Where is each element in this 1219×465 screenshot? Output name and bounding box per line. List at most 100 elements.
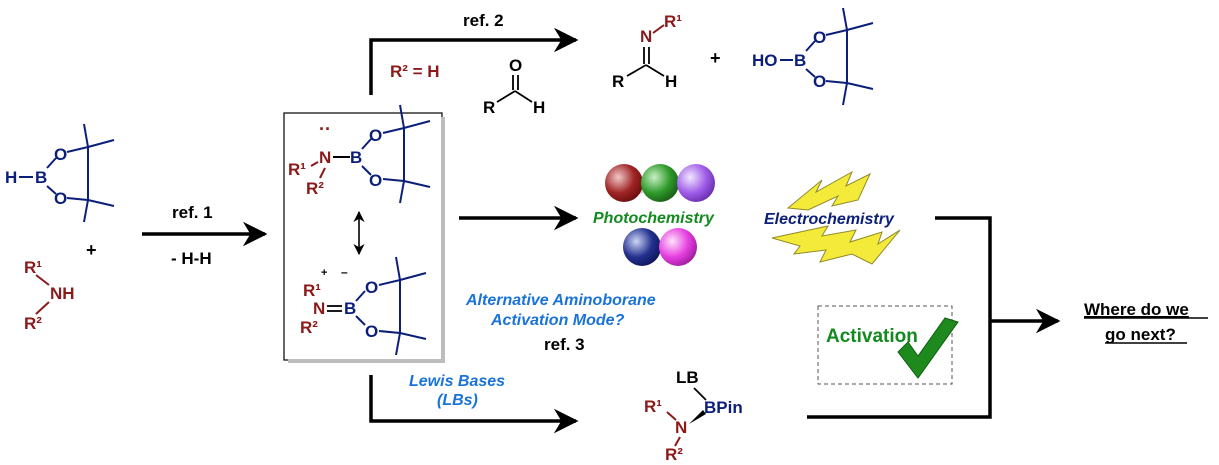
minus-hh-text: - H-H	[171, 249, 212, 268]
aminoborane-neutral: ·· R¹ N R² B O O	[288, 104, 431, 204]
ab-bo-bottom	[361, 165, 372, 176]
electrochemistry-bolts	[771, 170, 901, 265]
zw-pinacol-ring	[378, 278, 401, 335]
adduct-r2: R²	[665, 445, 683, 464]
hobpin-pinacol-methyls	[842, 7, 874, 106]
zw-b: B	[344, 299, 356, 318]
lewis-bases-line1: Lewis Bases	[409, 373, 505, 390]
imine-r: R	[612, 72, 624, 91]
where-next-line1: Where do we	[1084, 300, 1189, 319]
sphere-violet	[677, 164, 715, 202]
merge-bracket	[807, 216, 992, 419]
adduct-bpin: BPin	[704, 398, 743, 417]
lone-pair: ··	[319, 119, 331, 139]
amine-bond-bottom	[35, 301, 50, 315]
hobpin-bo-top	[805, 40, 816, 52]
amine-r1: R¹	[24, 258, 42, 277]
imine-h: H	[665, 72, 677, 91]
box-shadow-right	[441, 117, 445, 363]
amine-r2: R²	[24, 314, 42, 333]
aldehyde-h: H	[533, 98, 545, 117]
zw-bo-top	[355, 290, 366, 302]
plus-left: +	[86, 240, 97, 260]
hobpin-o-top: O	[813, 28, 826, 47]
cr-bond	[496, 90, 516, 103]
hobpin-ho: HO	[752, 51, 778, 70]
ab-r1-bond	[310, 161, 319, 167]
imine-ch-bond	[645, 64, 665, 77]
ab-pinacol-methyls	[399, 104, 431, 204]
photochemistry-label: Photochemistry	[593, 210, 715, 227]
hbpin-structure: H B O O	[5, 123, 115, 223]
activation-label: Activation	[826, 326, 918, 347]
pinacol-methyls	[83, 123, 115, 223]
hobpin-o-bottom: O	[813, 72, 826, 91]
alt-activation-line1: Alternative Aminoborane	[465, 292, 656, 309]
bolt-bottom-icon	[771, 225, 901, 265]
sphere-red	[605, 164, 643, 202]
imine-r1: R¹	[664, 12, 682, 31]
adduct-nr1-bond	[666, 411, 677, 421]
hobpin-bo-bottom	[805, 68, 816, 78]
ab-pinacol-ring	[382, 126, 405, 183]
photochemistry-spheres	[605, 164, 715, 266]
bo-bond-top	[46, 157, 57, 169]
imine-cr-bond	[626, 64, 647, 77]
pinacol-ring	[66, 145, 89, 202]
lewis-base-arrow	[369, 375, 579, 434]
zw-o-bottom: O	[365, 322, 378, 341]
aldehyde-structure: O R H	[483, 56, 545, 117]
amine-nh: NH	[50, 284, 75, 303]
zw-minus: –	[341, 265, 348, 279]
hbpin-o-top: O	[54, 145, 67, 164]
box-shadow-bottom	[288, 359, 445, 363]
amine-bond-top	[35, 274, 50, 286]
where-next-line2: go next?	[1105, 325, 1176, 344]
ch-bond	[514, 90, 533, 103]
ref3-label: ref. 3	[544, 335, 585, 354]
adduct-lb-bond	[693, 387, 707, 401]
aldehyde-o: O	[509, 56, 522, 75]
hobpin-b: B	[794, 51, 806, 70]
ab-r2-bond	[319, 167, 326, 179]
zw-o-top: O	[365, 278, 378, 297]
bolt-top-icon	[786, 170, 872, 211]
aminoborane-zwitterion: R¹ + N R² – B O O	[300, 256, 427, 356]
amine-structure: R¹ NH R²	[24, 258, 75, 333]
r2-equals-h: R² = H	[390, 62, 440, 81]
hobpin-pinacol-ring	[825, 28, 848, 85]
ref2-arrow	[369, 27, 579, 95]
imine-structure: N R¹ R H	[612, 12, 682, 91]
ref2-label: ref. 2	[463, 11, 504, 30]
zw-r1: R¹	[303, 281, 321, 300]
aldehyde-r: R	[483, 98, 495, 117]
adduct-r1: R¹	[644, 397, 662, 416]
hbpin-b-label: B	[35, 168, 47, 187]
lb-adduct-structure: LB R¹ N BPin R²	[644, 368, 743, 464]
electrochemistry-label: Electrochemistry	[764, 211, 895, 228]
ab-o-bottom: O	[369, 171, 382, 190]
minus-hh-label: - H-H	[171, 249, 212, 268]
lewis-bases-line2: (LBs)	[437, 392, 478, 409]
ab-bo-top	[361, 138, 372, 150]
hbpin-o-bottom: O	[54, 189, 67, 208]
adduct-lb: LB	[676, 368, 699, 387]
alt-activation-line2: Activation Mode?	[490, 312, 625, 329]
hobpin-structure: HO B O O	[752, 7, 874, 106]
sphere-pink	[659, 228, 697, 266]
ref1-label: ref. 1	[172, 203, 213, 222]
adduct-nr2-bond	[674, 436, 681, 447]
zw-plus: +	[321, 267, 327, 279]
bo-bond-bottom	[46, 185, 57, 195]
imine-n: N	[640, 27, 652, 46]
zw-n: N	[313, 299, 325, 318]
ab-r1: R¹	[288, 160, 306, 179]
checkmark-icon	[897, 317, 959, 379]
ab-n: N	[319, 148, 331, 167]
zw-pinacol-methyls	[395, 256, 427, 356]
zw-r2: R²	[300, 318, 318, 337]
imine-nr1-bond	[652, 24, 665, 34]
adduct-nb-wedge	[689, 410, 706, 424]
